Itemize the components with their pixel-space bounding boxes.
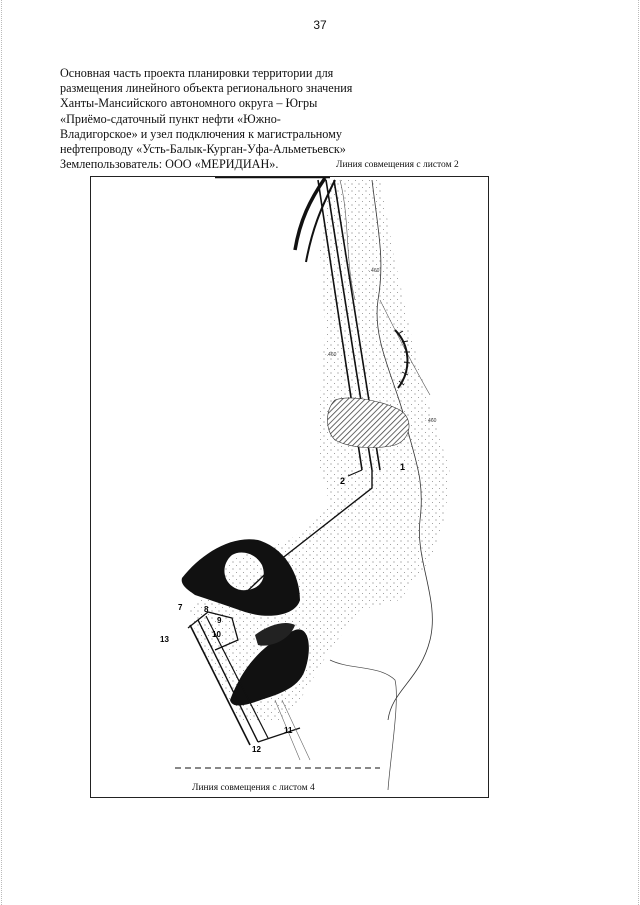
point-label-2: 2 bbox=[340, 476, 345, 486]
header-line-6: нефтепроводу «Усть-Балык-Курган-Уфа-Альм… bbox=[60, 142, 346, 157]
svg-text:· 460: · 460 bbox=[368, 268, 380, 274]
point-label-11: 11 bbox=[284, 726, 293, 735]
lower-corridor-box bbox=[187, 611, 239, 651]
header-line-3: Ханты-Мансийского автономного округа – Ю… bbox=[60, 96, 318, 111]
header-line-4: «Приёмо-сдаточный пункт нефти «Южно- bbox=[60, 111, 281, 126]
stream-line-2 bbox=[379, 299, 431, 396]
black-area-2 bbox=[230, 629, 309, 706]
scan-edge-left bbox=[1, 0, 4, 905]
lower-corridor-c bbox=[205, 615, 269, 739]
pipeline-curve-2 bbox=[305, 179, 336, 263]
hatched-area bbox=[327, 397, 410, 449]
stream-line bbox=[371, 179, 433, 721]
map-frame bbox=[90, 176, 489, 798]
stream-line-3 bbox=[339, 179, 356, 301]
point-label-12: 12 bbox=[252, 745, 261, 754]
point-label-9: 9 bbox=[217, 616, 222, 625]
header-line-1: Основная часть проекта планировки террит… bbox=[60, 66, 334, 80]
terrain-dotted-area bbox=[190, 180, 450, 720]
svg-text:· 460: · 460 bbox=[325, 352, 337, 358]
svg-text:· 460: · 460 bbox=[425, 418, 437, 424]
lower-corridor-b bbox=[197, 619, 259, 743]
page-number: 37 bbox=[313, 18, 327, 32]
point-label-13: 13 bbox=[160, 635, 169, 644]
point-label-7: 7 bbox=[178, 603, 183, 612]
header-line-7: Землепользователь: ООО «МЕРИДИАН». bbox=[60, 157, 279, 172]
header-line-2: размещения линейного объекта регионально… bbox=[60, 81, 353, 96]
document-header: Основная часть проекта планировки террит… bbox=[60, 66, 390, 172]
header-line-5: Владигорское» и узел подключения к магис… bbox=[60, 126, 342, 141]
overlay-line-top-label: Линия совмещения с листом 2 bbox=[336, 160, 459, 170]
black-area-3 bbox=[255, 623, 295, 646]
scan-edge-right bbox=[636, 0, 639, 905]
pipeline-curve-1 bbox=[293, 177, 327, 251]
point-label-10: 10 bbox=[212, 630, 221, 639]
stream-line-4 bbox=[329, 659, 397, 791]
black-area-1 bbox=[181, 539, 300, 616]
point-label-8: 8 bbox=[204, 605, 209, 614]
pipeline-diagonal bbox=[237, 470, 373, 601]
overlay-line-bottom-label: Линия совмещения с листом 4 bbox=[192, 783, 315, 793]
point-label-1: 1 bbox=[400, 462, 405, 472]
lower-corridor-a bbox=[189, 624, 251, 746]
